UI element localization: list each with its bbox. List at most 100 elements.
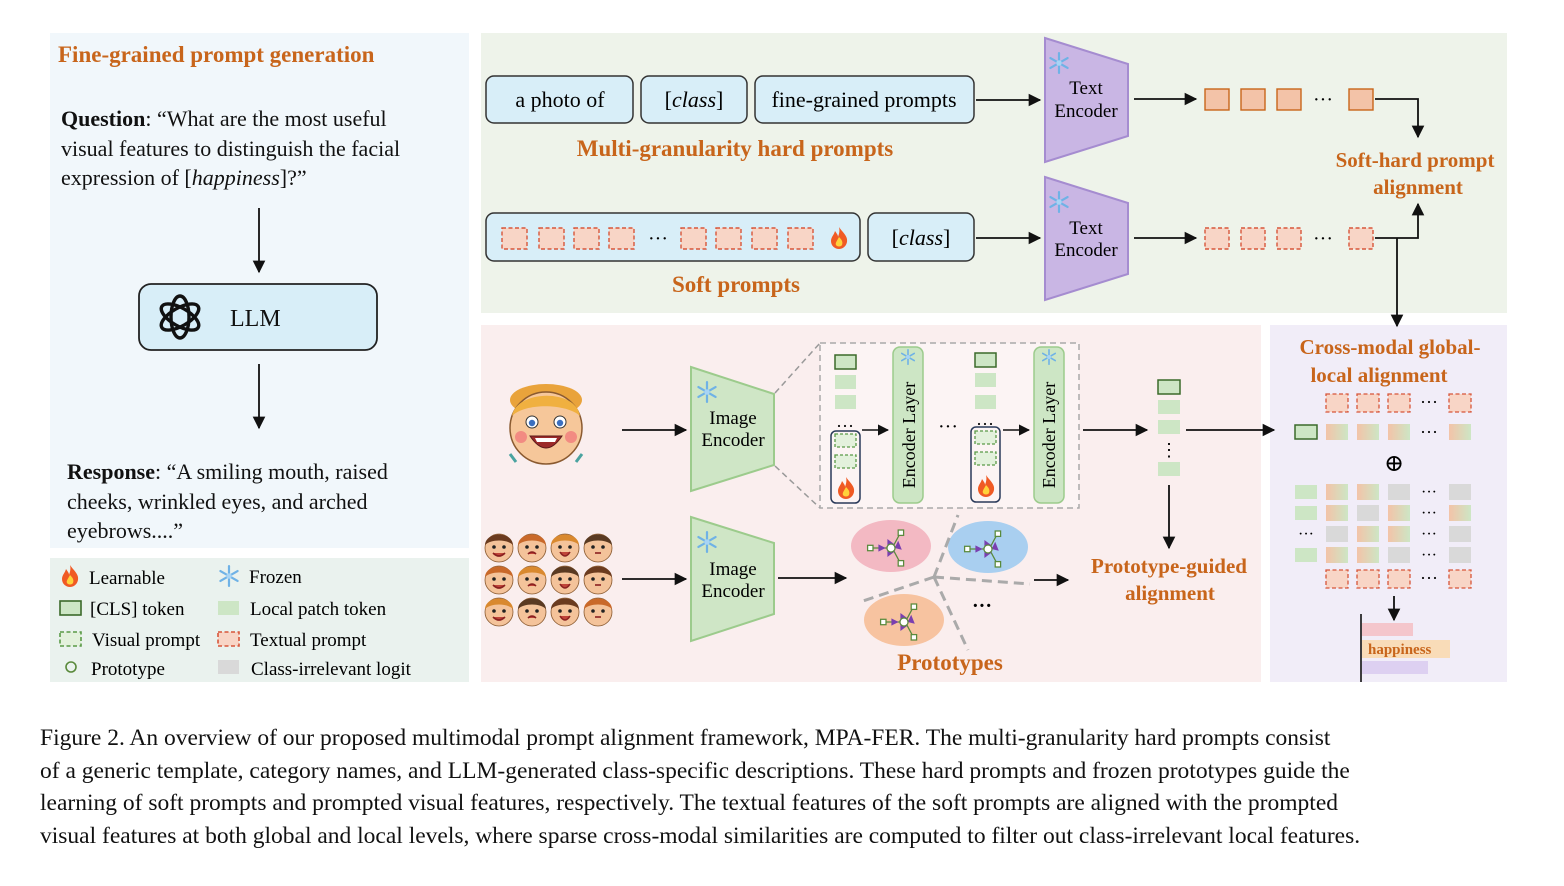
similarity-cell xyxy=(1326,526,1348,542)
similarity-cell xyxy=(1388,526,1410,542)
visual-prompt-token xyxy=(834,454,857,469)
token-column-2 xyxy=(974,352,997,409)
training-face xyxy=(550,533,580,563)
image-encoder-label: Image xyxy=(709,559,756,580)
similarity-cell xyxy=(1326,505,1348,521)
soft-hard-alignment-label: alignment xyxy=(1373,175,1463,199)
global-text-row xyxy=(1325,393,1472,413)
visual-prompt-group-1 xyxy=(830,430,861,504)
training-face xyxy=(583,565,613,595)
question-label: Question xyxy=(61,106,145,131)
similarity-cell xyxy=(1449,505,1471,521)
hard-prompt-fine-grained: fine-grained prompts xyxy=(771,87,956,112)
prototype-swatch xyxy=(65,661,77,673)
openai-logo-icon xyxy=(159,294,201,340)
similarity-cell xyxy=(1388,484,1410,500)
encoder-layer-2 xyxy=(1033,346,1065,504)
local-similarity-matrix: ··············· xyxy=(1295,484,1471,564)
zoom-line-bottom xyxy=(774,465,821,509)
hard-prompt-class: [class] xyxy=(665,87,724,112)
hard-feature-dots: ··· xyxy=(1313,89,1333,111)
global-similarity-row xyxy=(1326,424,1471,440)
visual-prompt-token xyxy=(974,451,997,466)
text-encoder-label: Encoder xyxy=(1054,101,1118,122)
image-encoder-bottom xyxy=(690,515,775,643)
legend-cls-token: [CLS] token xyxy=(90,599,185,620)
training-face xyxy=(550,565,580,595)
matrix-col-dots: ··· xyxy=(1421,547,1437,564)
legend-local-patch: Local patch token xyxy=(250,599,387,620)
training-face xyxy=(484,533,514,563)
global-text-dots: ··· xyxy=(1420,392,1438,412)
training-face xyxy=(484,565,514,595)
figure-caption: Figure 2. An overview of our proposed mu… xyxy=(40,722,1530,852)
similarity-cell xyxy=(1449,526,1471,542)
legend-visual-prompt: Visual prompt xyxy=(92,630,201,651)
text-branch-panel xyxy=(481,33,1507,313)
training-faces-grid xyxy=(484,533,613,627)
training-face xyxy=(517,533,547,563)
soft-hard-alignment-label: Soft-hard prompt xyxy=(1336,148,1495,172)
local-patch-token xyxy=(1295,485,1317,499)
encoder-layer-label: Encoder Layer xyxy=(1039,382,1059,488)
visual-prompt-token xyxy=(974,430,997,445)
prototype-boundaries xyxy=(859,514,1031,651)
zoom-line-top xyxy=(774,342,821,394)
hard-text-features xyxy=(1204,88,1374,111)
similarity-cell xyxy=(1449,547,1471,563)
legend-prototype: Prototype xyxy=(91,659,165,680)
image-encoder-label: Encoder xyxy=(701,430,765,451)
soft-prompts-title: Soft prompts xyxy=(672,272,800,297)
legend-textual-prompt: Textual prompt xyxy=(250,630,367,651)
local-text-row xyxy=(1325,569,1472,589)
question-class: happiness xyxy=(192,165,280,190)
fine-grained-title: Fine-grained prompt generation xyxy=(58,42,375,67)
global-sim-dots: ··· xyxy=(1420,422,1438,442)
training-face xyxy=(517,565,547,595)
hard-prompts-title: Multi-granularity hard prompts xyxy=(577,136,894,161)
token-column-1 xyxy=(834,354,857,409)
token-column-2-dots: ··· xyxy=(976,414,994,434)
hard-prompt-class-box xyxy=(640,75,748,124)
soft-class-box xyxy=(867,212,975,262)
soft-token-dots: ··· xyxy=(648,228,668,250)
caption-line-2: of a generic template, category names, a… xyxy=(40,757,1350,784)
token-column-1-dots: ··· xyxy=(836,416,854,436)
text-encoder-hard xyxy=(1044,36,1129,164)
visual-feature-dots: ⋮ xyxy=(1160,440,1178,460)
proto-guided-alignment-label: alignment xyxy=(1125,581,1215,605)
image-encoder-label: Image xyxy=(709,408,756,429)
caption-line-1: Figure 2. An overview of our proposed mu… xyxy=(40,725,1331,751)
prototype-more-dots: ··· xyxy=(972,595,992,617)
logit-bar-1 xyxy=(1362,623,1413,636)
cross-modal-title: local alignment xyxy=(1310,363,1447,387)
text-encoder-label: Encoder xyxy=(1054,240,1118,261)
similarity-cell xyxy=(1326,484,1348,500)
proto-guided-alignment-label: Prototype-guided xyxy=(1091,554,1247,578)
soft-prompt-tokens xyxy=(501,227,814,250)
question-line3b: ]?” xyxy=(280,165,307,190)
plus-icon: ⊕ xyxy=(1384,451,1404,477)
caption-line-3: learning of soft prompts and prompted vi… xyxy=(40,790,1338,816)
happy-face-image xyxy=(508,384,584,465)
question-line3a: expression of [ xyxy=(61,165,192,190)
question-line1: : “What are the most useful xyxy=(145,106,386,131)
similarity-cell xyxy=(1326,547,1348,563)
similarity-cell xyxy=(1357,505,1379,521)
image-encoder-label: Encoder xyxy=(701,581,765,602)
legend-frozen: Frozen xyxy=(249,567,302,588)
response-line3: eyebrows....” xyxy=(67,518,183,543)
visual-prompt-token xyxy=(834,433,857,448)
similarity-cell xyxy=(1388,547,1410,563)
cross-modal-title: Cross-modal global- xyxy=(1299,335,1480,359)
response-text: Response: “A smiling mouth, raised cheek… xyxy=(67,459,393,543)
similarity-cell xyxy=(1357,484,1379,500)
matrix-row-dots: ··· xyxy=(1298,526,1314,543)
matrix-col-dots: ··· xyxy=(1421,526,1437,543)
legend-class-irrelevant: Class-irrelevant logit xyxy=(251,659,412,680)
question-line2: visual features to distinguish the facia… xyxy=(61,136,400,161)
training-face xyxy=(583,533,613,563)
logit-bar-happiness xyxy=(1362,640,1450,658)
local-text-dots: ··· xyxy=(1420,568,1438,588)
legend-learnable: Learnable xyxy=(89,568,165,589)
